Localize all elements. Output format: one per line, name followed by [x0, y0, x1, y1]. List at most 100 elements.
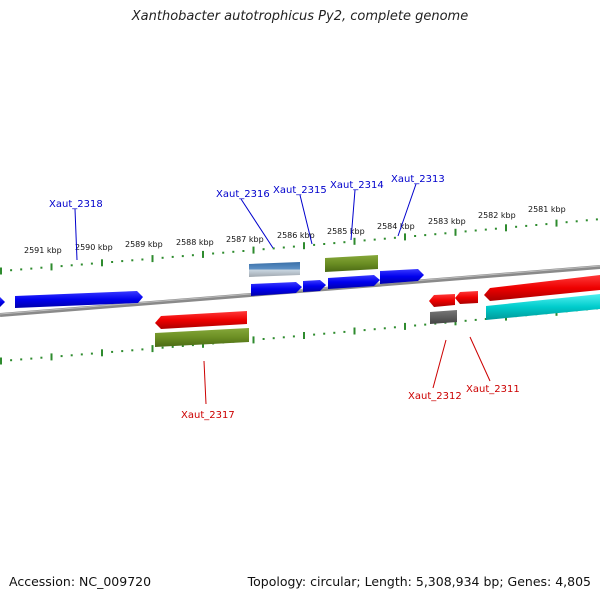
cds-reverse[interactable] [455, 291, 478, 304]
cds-forward[interactable] [303, 280, 326, 292]
cds-forward[interactable] [251, 282, 302, 296]
scale-tick-minor [575, 220, 578, 223]
rrna-reverse[interactable] [155, 328, 249, 347]
scale-tick-minor [90, 262, 93, 265]
scale-tick-minor [181, 345, 184, 347]
scale-tick-minor [60, 355, 63, 358]
scale-tick-minor [484, 318, 487, 320]
scale-tick-minor [111, 261, 114, 263]
scale-tick-major [454, 228, 457, 236]
cds-forward[interactable] [328, 275, 380, 289]
scale-tick-major [353, 327, 356, 335]
gene-label[interactable]: Xaut_2312 [408, 391, 462, 402]
scale-tick-minor [484, 228, 487, 231]
cds-forward[interactable] [15, 291, 143, 308]
scale-tick-minor [494, 227, 497, 230]
scale-tick-minor [393, 326, 396, 329]
gene-label[interactable]: Xaut_2318 [49, 199, 103, 210]
scale-tick-major [252, 336, 255, 344]
gene-label[interactable]: Xaut_2313 [391, 174, 445, 185]
scale-tick-major [151, 345, 154, 353]
scale-tick-minor [424, 323, 427, 326]
gene-label[interactable]: Xaut_2314 [330, 180, 384, 191]
scale-label: 2582 kbp [478, 211, 516, 220]
map-title: Xanthobacter autotrophicus Py2, complete… [131, 9, 469, 24]
scale-tick-minor [333, 331, 336, 334]
scale-tick-minor [373, 328, 376, 331]
scale-tick-major [505, 224, 507, 232]
scale-tick-minor [333, 242, 336, 245]
scale-tick-minor [30, 357, 33, 360]
cds-reverse[interactable] [429, 294, 455, 307]
scale-tick-minor [232, 250, 235, 253]
gene-labels: Xaut_2318 Xaut_2316 Xaut_2315 Xaut_2314 … [49, 174, 520, 421]
scale-tick-minor [131, 259, 134, 262]
scale-tick-minor [343, 241, 346, 244]
scale-tick-major [202, 250, 204, 258]
scale-tick-minor [565, 221, 568, 224]
scale-tick-minor [282, 336, 285, 339]
scale-tick-minor [444, 232, 447, 235]
scale-tick-minor [242, 250, 245, 252]
scale-tick-minor [80, 353, 83, 356]
scale-tick-minor [161, 256, 164, 259]
scale-tick-minor [323, 243, 326, 245]
genome-summary-text: Topology: circular; Length: 5,308,934 bp… [247, 574, 591, 589]
cds-forward[interactable] [484, 275, 600, 301]
cds-forward[interactable] [0, 297, 5, 307]
gene-label[interactable]: Xaut_2317 [181, 410, 235, 421]
misc-feature-reverse[interactable] [430, 310, 457, 324]
scale-tick-major [101, 259, 103, 267]
cds-forward[interactable] [380, 269, 424, 284]
scale-label: 2591 kbp [24, 246, 62, 255]
scale-tick-minor [585, 219, 588, 222]
scale-tick-minor [343, 330, 346, 333]
genome-backbone [0, 265, 600, 317]
scale-tick-minor [70, 354, 73, 357]
scale-tick-minor [262, 248, 265, 251]
scale-tick-minor [191, 254, 194, 257]
scale-tick-major [555, 219, 558, 227]
scale-tick-minor [80, 263, 83, 266]
scale-tick-minor [313, 243, 316, 246]
scale-tick-major [303, 332, 305, 339]
scale-tick-minor [292, 335, 295, 338]
scale-label: 2586 kbp [277, 231, 315, 240]
scale-tick-minor [191, 344, 194, 347]
scale-tick-minor [222, 251, 225, 254]
gene-label[interactable]: Xaut_2311 [466, 384, 520, 395]
scale-tick-minor [393, 236, 396, 239]
gene-label[interactable]: Xaut_2315 [273, 185, 327, 196]
misc-feature-forward[interactable] [249, 262, 300, 277]
gene-label[interactable]: Xaut_2316 [216, 189, 270, 200]
scale-label: 2590 kbp [75, 243, 113, 252]
scale-tick-major [151, 255, 154, 263]
scale-tick-minor [363, 329, 366, 332]
scale-tick-major [303, 242, 305, 250]
scale-tick-major [353, 237, 356, 245]
scale-tick-minor [424, 234, 427, 237]
scale-tick-minor [10, 359, 13, 362]
scale-tick-major [252, 246, 255, 254]
scale-tick-minor [121, 260, 124, 263]
scale-label: 2585 kbp [327, 227, 365, 236]
scale-tick-minor [40, 356, 43, 359]
scale-tick-minor [20, 358, 23, 361]
rrna-forward[interactable] [325, 255, 378, 272]
scale-tick-minor [272, 247, 275, 250]
scale-tick-minor [121, 350, 124, 353]
scale-tick-minor [161, 346, 164, 349]
scale-label: 2583 kbp [428, 217, 466, 226]
scale-tick-minor [20, 268, 23, 271]
scale-tick-minor [363, 239, 366, 242]
scale-tick-minor [171, 255, 174, 258]
scale-tick-minor [282, 246, 285, 249]
scale-ticks-outer [0, 218, 598, 275]
cds-reverse[interactable] [155, 311, 247, 329]
scale-tick-minor [90, 352, 93, 355]
trna-feature[interactable] [486, 294, 600, 320]
scale-tick-minor [313, 333, 316, 336]
scale-tick-minor [40, 266, 43, 269]
scale-tick-minor [262, 338, 265, 340]
scale-tick-minor [525, 224, 528, 227]
